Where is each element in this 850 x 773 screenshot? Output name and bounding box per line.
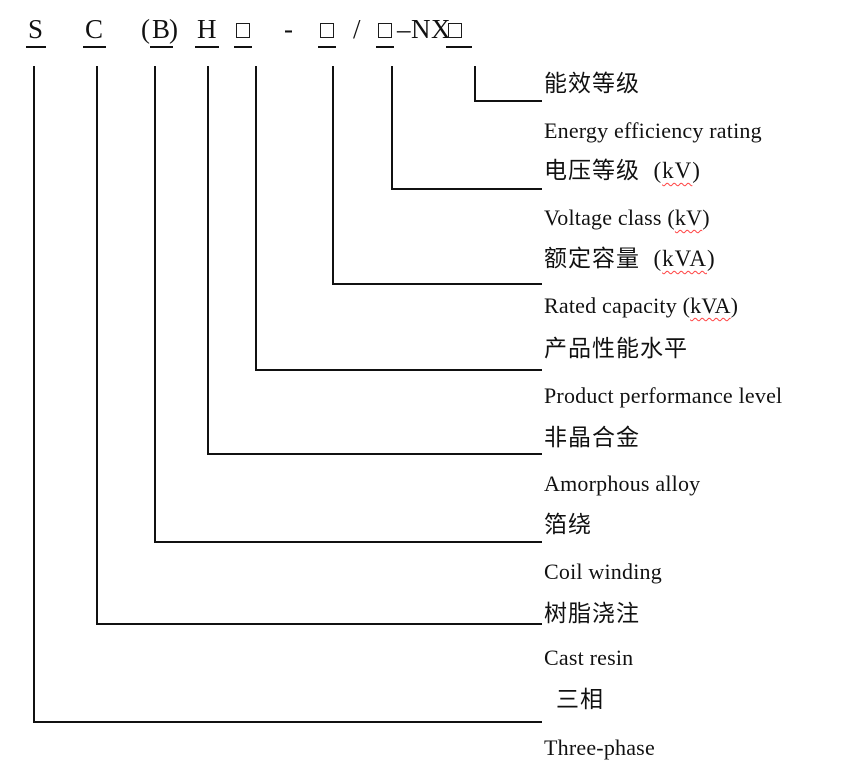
connector-vertical-rated-capacity (332, 66, 334, 285)
connector-horizontal-product-performance-level (255, 369, 542, 371)
placeholder-box-icon (320, 23, 334, 38)
placeholder-box-icon (236, 23, 250, 38)
label-text: ) (702, 205, 710, 230)
code-char: NX (411, 14, 451, 44)
label-zh-energy-efficiency-rating: 能效等级 (544, 68, 640, 100)
label-zh-three-phase: 三相 (556, 684, 604, 716)
label-text: Product performance level (544, 383, 783, 408)
code-char: S (26, 14, 46, 48)
label-zh-cast-resin: 树脂浇注 (544, 598, 640, 630)
label-en-cast-resin: Cast resin (544, 642, 633, 674)
connector-horizontal-rated-capacity (332, 283, 542, 285)
label-text: 额定容量 ( (544, 246, 663, 271)
label-zh-amorphous-alloy: 非晶合金 (544, 422, 640, 454)
code-char: – (397, 14, 411, 44)
label-text: ) (692, 158, 701, 183)
spellcheck-squiggle-text: kVA (690, 293, 731, 318)
label-en-three-phase: Three-phase (544, 732, 655, 764)
connector-horizontal-coil-winding (154, 541, 542, 543)
label-text: Energy efficiency rating (544, 118, 762, 143)
code-char: C (83, 14, 106, 48)
label-text: 能效等级 (544, 71, 640, 96)
spellcheck-squiggle-text: kV (662, 158, 693, 183)
label-text: ) (706, 246, 716, 271)
connector-vertical-cast-resin (96, 66, 98, 625)
label-zh-voltage-class: 电压等级 (kV) (544, 155, 701, 187)
code-box-placeholder (376, 14, 394, 48)
connector-vertical-voltage-class (391, 66, 393, 190)
label-en-product-performance-level: Product performance level (544, 380, 782, 412)
label-en-coil-winding: Coil winding (544, 556, 662, 588)
spellcheck-squiggle-text: kV (674, 205, 703, 230)
connector-horizontal-three-phase (33, 721, 542, 723)
label-zh-rated-capacity: 额定容量 (kVA) (544, 243, 716, 275)
code-char: H (195, 14, 219, 48)
spellcheck-squiggle-text: kVA (662, 246, 707, 271)
label-text: 三相 (556, 687, 604, 712)
code-char: / (353, 14, 362, 44)
label-text: Rated capacity ( (544, 293, 691, 318)
code-box-placeholder (446, 14, 472, 48)
label-text: ) (730, 293, 739, 318)
connector-horizontal-amorphous-alloy (207, 453, 542, 455)
connector-vertical-three-phase (33, 66, 35, 723)
code-char: - (284, 14, 294, 44)
label-en-rated-capacity: Rated capacity (kVA) (544, 290, 738, 322)
label-zh-coil-winding: 箔绕 (544, 509, 592, 541)
label-text: Coil winding (544, 559, 662, 584)
connector-horizontal-voltage-class (391, 188, 542, 190)
connector-horizontal-energy-efficiency-rating (474, 100, 542, 102)
label-text: 树脂浇注 (544, 601, 640, 626)
label-en-voltage-class: Voltage class (kV) (544, 202, 710, 234)
label-text: 非晶合金 (544, 425, 640, 450)
code-char: ) (169, 14, 179, 44)
code-box-placeholder (234, 14, 252, 48)
placeholder-box-icon (448, 23, 462, 38)
connector-horizontal-cast-resin (96, 623, 542, 625)
label-text: 电压等级 ( (544, 158, 663, 183)
label-text: 产品性能水平 (544, 336, 688, 361)
connector-vertical-coil-winding (154, 66, 156, 543)
code-box-placeholder (318, 14, 336, 48)
label-en-amorphous-alloy: Amorphous alloy (544, 468, 700, 500)
code-char: B (150, 14, 173, 48)
label-text: Cast resin (544, 645, 634, 670)
label-text: 箔绕 (544, 512, 592, 537)
connector-vertical-product-performance-level (255, 66, 257, 371)
label-zh-product-performance-level: 产品性能水平 (544, 333, 688, 365)
placeholder-box-icon (378, 23, 392, 38)
label-text: Amorphous alloy (544, 471, 701, 496)
label-text: Three-phase (544, 735, 655, 760)
label-text: Voltage class ( (544, 205, 675, 230)
connector-vertical-amorphous-alloy (207, 66, 209, 455)
label-en-energy-efficiency-rating: Energy efficiency rating (544, 115, 762, 147)
connector-vertical-energy-efficiency-rating (474, 66, 476, 102)
code-char: ( (141, 14, 151, 44)
